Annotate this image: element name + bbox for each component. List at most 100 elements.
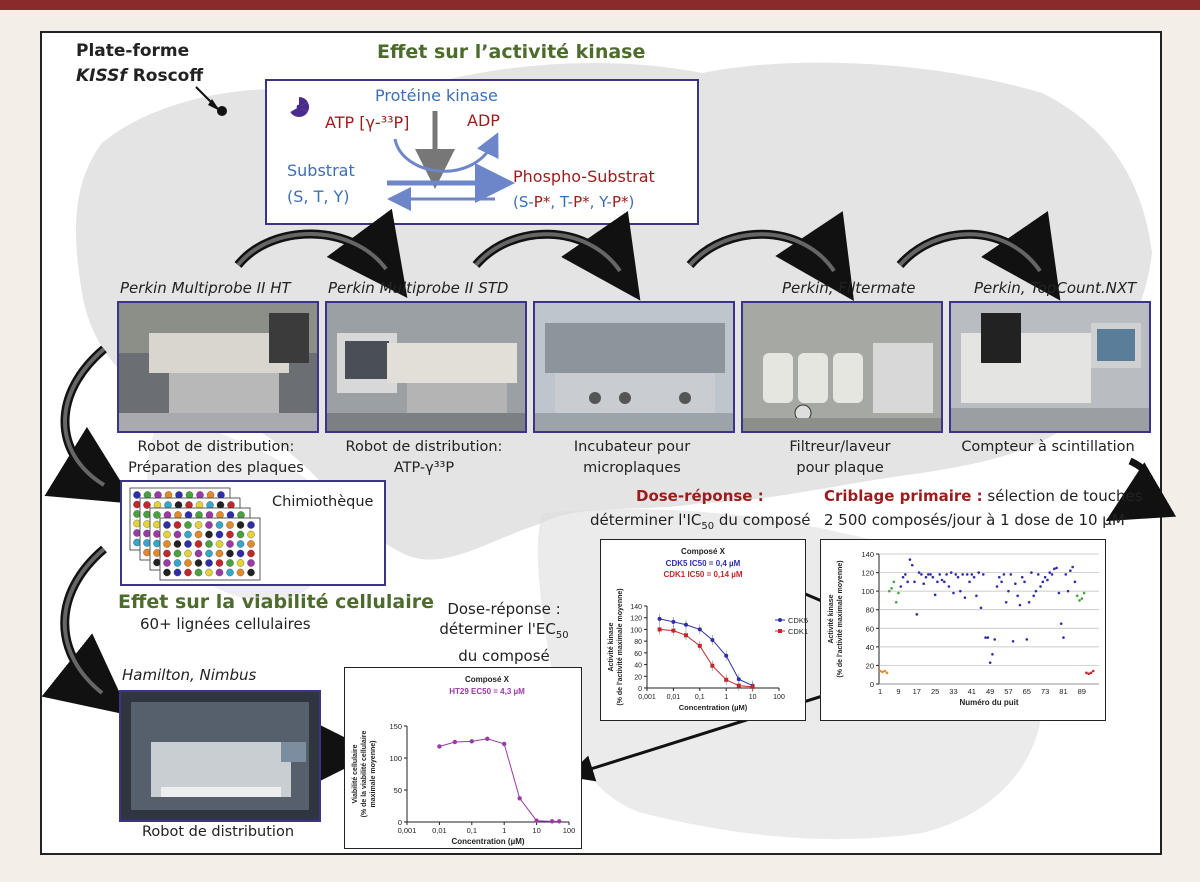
well — [184, 530, 192, 539]
well — [164, 501, 172, 509]
data-point — [956, 575, 960, 579]
well — [226, 530, 234, 539]
data-point-HT29 — [557, 819, 562, 824]
well — [164, 491, 173, 499]
y-tick-label: 0 — [638, 686, 642, 693]
well — [195, 501, 204, 509]
data-point — [1059, 622, 1063, 625]
well — [163, 559, 171, 567]
annotation-cdk1: CDK1 IC50 = 0,14 µM — [663, 570, 742, 579]
x-tick-label: 1 — [502, 826, 506, 835]
well — [194, 530, 203, 539]
well — [153, 539, 161, 548]
y-axis-label: Activité kinase(% de l'activité maximale… — [608, 588, 624, 705]
data-point — [920, 573, 923, 576]
well — [163, 549, 171, 558]
viability-section-title: Effet sur la viabilité cellulaire — [118, 591, 434, 613]
well — [247, 568, 255, 577]
data-point — [885, 671, 889, 675]
well — [173, 568, 182, 577]
well — [154, 491, 162, 499]
ic-subscript: 50 — [701, 521, 715, 532]
x-tick-label: 100 — [563, 826, 576, 835]
well — [194, 540, 203, 548]
well — [173, 549, 182, 558]
x-tick-label: 41 — [968, 687, 976, 696]
primary-screen-line2: 2 500 composés/jour à 1 dose de 10 µM — [824, 511, 1125, 529]
data-point — [1020, 575, 1024, 579]
y-tick-label: 80 — [634, 639, 642, 646]
well — [184, 559, 192, 567]
caption-2-line1: Robot de distribution: — [345, 439, 503, 455]
well — [215, 521, 224, 529]
data-point — [1071, 565, 1074, 569]
well — [226, 511, 235, 519]
data-point — [881, 670, 884, 674]
data-point — [952, 591, 955, 595]
legend-marker-CDK1 — [778, 629, 782, 633]
well — [205, 559, 213, 567]
data-point — [1048, 571, 1052, 574]
well — [205, 511, 214, 519]
data-point — [915, 613, 919, 616]
top-bar — [0, 0, 1200, 10]
well — [133, 510, 141, 518]
well — [133, 538, 141, 547]
well — [226, 549, 234, 558]
well — [194, 549, 203, 558]
well — [215, 568, 224, 577]
caption-4-line2: pour plaque — [796, 460, 884, 476]
x-tick-label: 17 — [913, 687, 921, 696]
ec-text: déterminer l'EC — [439, 620, 556, 638]
dose-response-viability-text: Dose-réponse : déterminer l'EC50 du comp… — [414, 599, 594, 666]
product-close: ) — [628, 193, 635, 211]
well — [205, 521, 213, 529]
pstar-y: P* — [611, 193, 629, 211]
well — [184, 540, 192, 548]
y-tick-label: 40 — [634, 663, 642, 670]
data-point — [890, 587, 893, 590]
data-point — [936, 580, 939, 584]
photo-multiprobe-ht — [117, 301, 319, 433]
well — [133, 519, 141, 528]
data-point-CDK5 — [736, 677, 741, 682]
well — [153, 501, 162, 509]
x-tick-label: 10 — [532, 826, 540, 835]
data-point — [1025, 638, 1029, 641]
x-axis-label: Concentration (µM) — [679, 703, 748, 712]
data-point-CDK5 — [657, 616, 662, 621]
instrument-name-4: Perkin, Filtermate — [782, 279, 916, 297]
well — [184, 549, 192, 558]
product-sep-t: , T- — [550, 193, 574, 211]
well — [173, 530, 182, 539]
well — [175, 491, 183, 499]
data-point — [961, 573, 964, 576]
well — [184, 511, 193, 519]
y-tick-label: 20 — [634, 674, 642, 681]
data-point-CDK1 — [736, 683, 741, 688]
data-point — [1043, 575, 1047, 579]
platform-label-line1: Plate-forme — [76, 41, 190, 61]
data-point-HT29 — [534, 818, 539, 823]
x-tick-label: 65 — [1023, 687, 1031, 696]
data-point — [878, 669, 882, 673]
data-point — [972, 575, 976, 579]
y-tick-label: 140 — [861, 550, 874, 559]
data-point — [1009, 573, 1013, 576]
x-tick-label: 100 — [773, 694, 785, 701]
y-tick-label: 100 — [630, 627, 642, 634]
x-tick-label: 10 — [749, 694, 757, 701]
product-open: (S- — [513, 193, 534, 211]
data-point — [1064, 573, 1068, 576]
series-line-HT29 — [439, 738, 560, 822]
data-point — [901, 575, 905, 579]
well — [216, 511, 224, 519]
well — [236, 540, 245, 548]
well — [143, 539, 151, 547]
series-line-CDK1 — [659, 628, 753, 688]
data-point — [963, 596, 967, 599]
data-point-CDK1 — [657, 627, 662, 632]
figure-frame: Plate-forme KISSf Roscoff Effet sur l’ac… — [40, 31, 1177, 855]
